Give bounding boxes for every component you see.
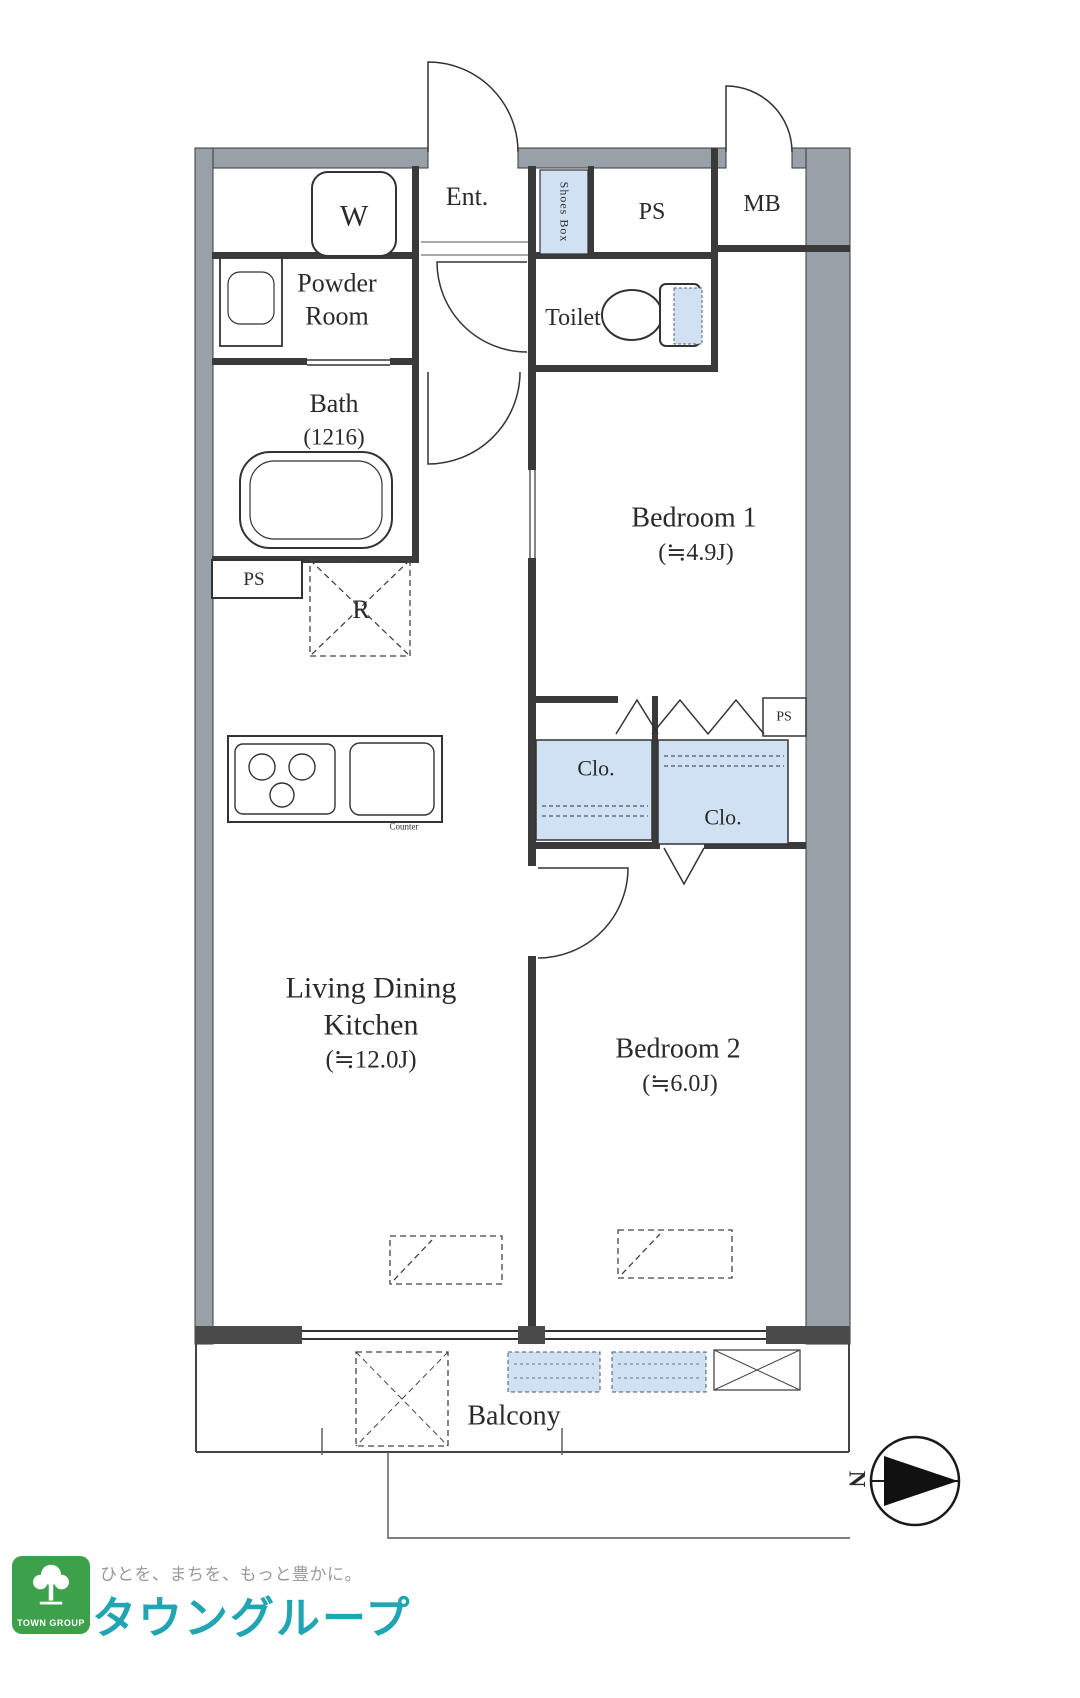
ps-left-box: [211, 559, 303, 599]
balcony-items: [355, 1349, 801, 1447]
washing-machine-icon: [311, 171, 397, 257]
storage-areas: [535, 169, 789, 845]
closet1-label: Clo.: [577, 755, 615, 781]
balcony-label: Balcony: [467, 1400, 561, 1432]
washer-pan-mark: [355, 1351, 449, 1447]
fridge-space: [309, 559, 411, 657]
interior-walls: [212, 148, 850, 1326]
bedroom2-ac-mark: [617, 1229, 733, 1279]
entrance-door-arc: [427, 61, 519, 153]
brand-tagline: ひとを、まちを、もっと豊かに。: [100, 1565, 362, 1584]
compass-icon: [869, 1435, 961, 1527]
ps-mid-label: PS: [776, 709, 792, 725]
tree-icon: [33, 1564, 69, 1605]
bath-size-label: (1216): [303, 424, 365, 450]
closet1-area: [535, 739, 653, 841]
closet2-bifold-door: [651, 698, 765, 736]
closet2-label: Clo.: [704, 804, 742, 830]
windows: [302, 1330, 766, 1340]
balcony-area: [195, 1344, 850, 1539]
bedroom2-size-label: (≒6.0J): [642, 1071, 718, 1097]
closet2-door-mark: [663, 847, 705, 886]
fridge-label: R: [352, 594, 370, 624]
vanity-icon: [219, 257, 283, 347]
outer-walls: [194, 147, 851, 1345]
bedroom1-label: Bedroom 1: [631, 502, 757, 534]
dashed-equipment-marks: [309, 559, 733, 1285]
doors: [307, 61, 793, 959]
toilet-icon: [601, 283, 703, 347]
ldk-size-label: (≒12.0J): [325, 1046, 417, 1074]
bath-label: Bath: [309, 388, 359, 418]
closet2-area: [657, 739, 789, 845]
counter-label: Counter: [389, 821, 419, 832]
entrance-label: Ent.: [445, 181, 489, 211]
kitchen-counter: [227, 735, 443, 823]
ldk-door-arc: [427, 371, 521, 465]
ps-mid-box: [762, 697, 807, 737]
bedroom1-size-label: (≒4.9J): [658, 540, 734, 566]
ps-top-label: PS: [638, 199, 666, 225]
town-group-logo: TOWN GROUP: [12, 1556, 90, 1634]
stove-icon: [234, 743, 336, 815]
logo-name: TOWN GROUP: [17, 1618, 85, 1628]
bedroom2-door-arc: [537, 867, 629, 959]
footer: TOWN GROUP ひとを、まちを、もっと豊かに。 タウングループ: [0, 1548, 1080, 1698]
ps-left-label: PS: [243, 569, 265, 591]
bedroom2-label: Bedroom 2: [615, 1033, 741, 1065]
bottom-wall: [195, 1326, 850, 1344]
ps-boxes: [211, 559, 807, 737]
powder-room-label: Powder Room: [297, 268, 377, 331]
closet1-door-mark: [615, 698, 659, 735]
mb-door-arc: [725, 85, 793, 153]
ldk-label-line1: Living Dining: [285, 971, 457, 1005]
washing-machine-label: W: [339, 199, 369, 233]
bathtub-icon: [239, 451, 393, 549]
ldk-ac-mark: [389, 1235, 503, 1285]
shoes-box-area: [539, 169, 589, 255]
sink-icon: [349, 742, 435, 816]
shoes-box-label: Shoes Box: [557, 181, 572, 243]
ldk-label-line2: Kitchen: [323, 1008, 419, 1042]
compass-north-label: N: [844, 1470, 870, 1488]
toilet-label: Toilet: [545, 305, 601, 331]
fixtures: [219, 171, 703, 823]
mb-label: MB: [743, 191, 781, 217]
brand-name: タウングループ: [92, 1594, 412, 1643]
entry-step-lines: [421, 241, 528, 256]
hall-door-arc: [436, 261, 528, 353]
